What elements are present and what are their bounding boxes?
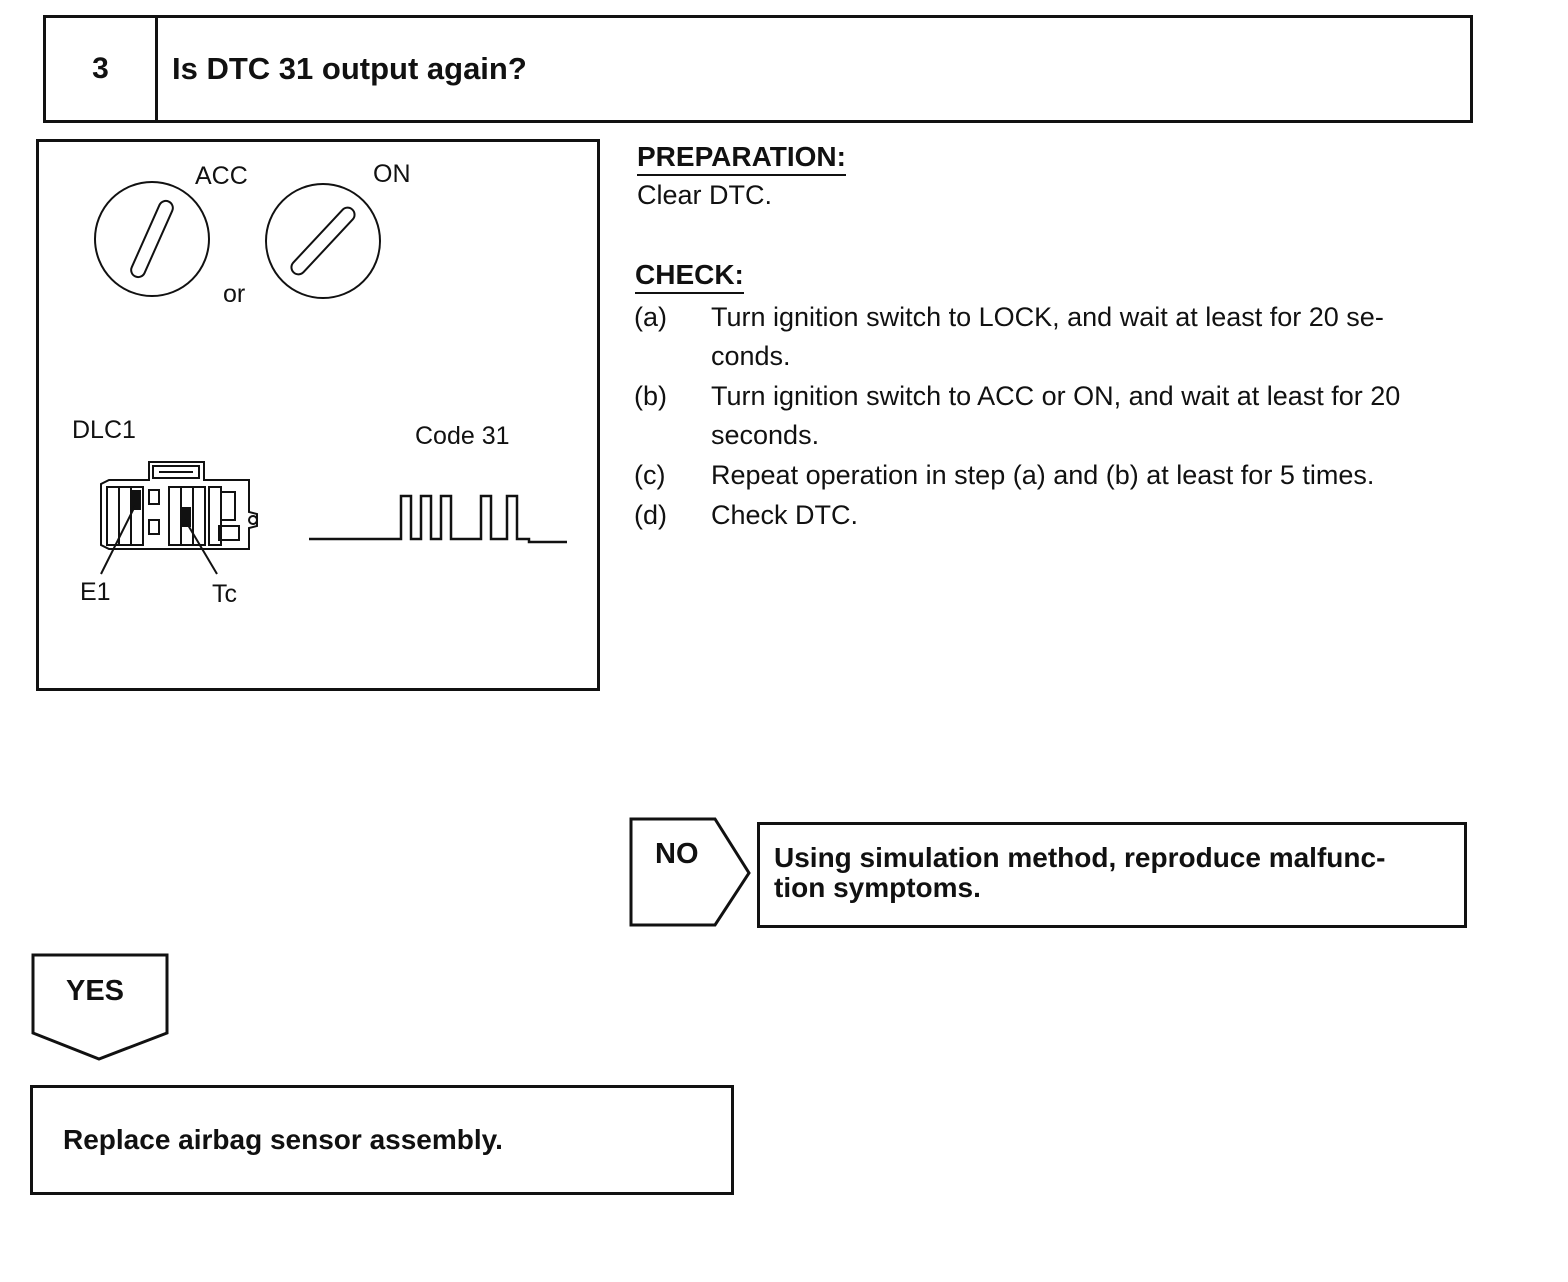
yes-result-text: Replace airbag sensor assembly. <box>63 1124 503 1155</box>
yes-result-box: Replace airbag sensor assembly. <box>30 1085 734 1195</box>
no-result-box: Using simulation method, reproduce malfu… <box>757 822 1467 928</box>
check-text-line1: Turn ignition switch to LOCK, and wait a… <box>711 302 1384 332</box>
check-letter: (a) <box>634 302 667 332</box>
on-label: ON <box>373 160 411 188</box>
check-letter: (c) <box>634 460 666 490</box>
check-letter: (d) <box>634 500 667 530</box>
acc-label: ACC <box>195 162 248 190</box>
check-text-line2: seconds. <box>711 420 820 450</box>
preparation-text: Clear DTC. <box>637 180 773 210</box>
no-arrow-icon <box>629 817 751 927</box>
check-item-a: (a) Turn ignition switch to LOCK, and wa… <box>634 298 1484 376</box>
on-key-icon <box>265 183 381 299</box>
illustration-panel: ACC ON or DLC1 Code 31 E1 Tc <box>36 139 600 691</box>
check-item-c: (c) Repeat operation in step (a) and (b)… <box>634 456 1484 495</box>
check-text-line1: Repeat operation in step (a) and (b) at … <box>711 460 1375 490</box>
tc-label: Tc <box>212 580 237 608</box>
no-result-line2: tion symptoms. <box>774 872 981 903</box>
step-number: 3 <box>46 18 158 120</box>
check-item-b: (b) Turn ignition switch to ACC or ON, a… <box>634 377 1484 455</box>
code-31-label: Code 31 <box>415 422 510 450</box>
no-result-line1: Using simulation method, reproduce malfu… <box>774 842 1386 873</box>
illustration-drawing <box>94 181 567 575</box>
check-text-line1: Turn ignition switch to ACC or ON, and w… <box>711 381 1401 411</box>
no-label: NO <box>655 838 699 870</box>
acc-key-icon <box>94 181 210 297</box>
check-heading: CHECK: <box>635 259 744 294</box>
yes-label: YES <box>66 975 125 1007</box>
or-label: or <box>223 280 246 308</box>
dlc1-connector-icon <box>100 461 258 550</box>
check-letter: (b) <box>634 381 667 411</box>
e1-label: E1 <box>80 578 111 606</box>
step-title: Is DTC 31 output again? <box>172 51 527 86</box>
dlc1-label: DLC1 <box>72 416 136 444</box>
check-text-line2: conds. <box>711 341 791 371</box>
code-31-waveform <box>309 494 567 544</box>
check-item-d: (d) Check DTC. <box>634 496 1484 535</box>
check-text-line1: Check DTC. <box>711 500 859 530</box>
step-header: 3 Is DTC 31 output again? <box>43 15 1473 123</box>
preparation-heading: PREPARATION: <box>637 141 846 176</box>
yes-arrow-icon <box>31 953 169 1061</box>
check-list: (a) Turn ignition switch to LOCK, and wa… <box>634 298 1484 536</box>
